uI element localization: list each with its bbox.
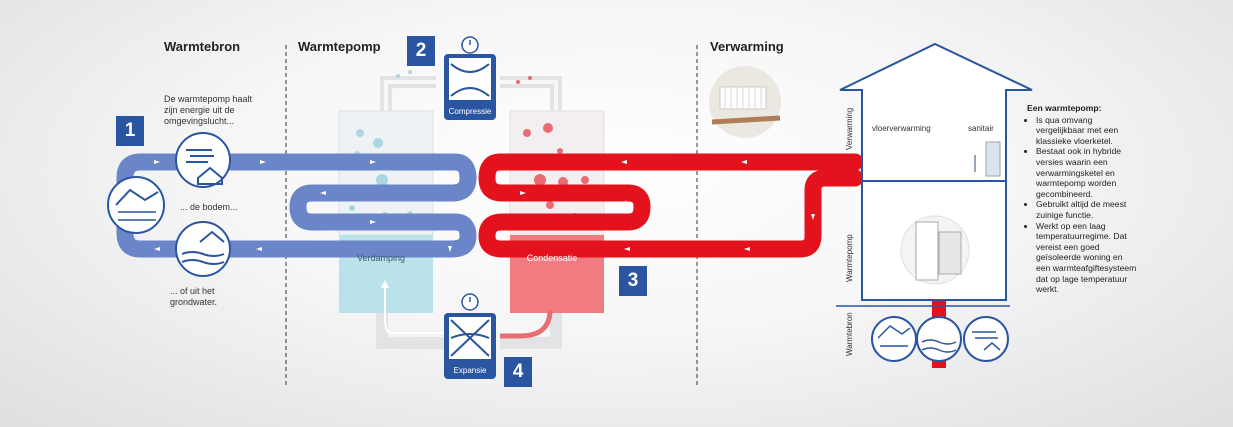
house-source-icons [871, 316, 1009, 362]
floor-heating-label: vloerverwarming [872, 124, 931, 133]
red-pipes [478, 153, 864, 258]
compressie-label: Compressie [448, 107, 492, 116]
condenser-outflow-arrow [500, 309, 553, 339]
header-warmtebron: Warmtebron [164, 39, 241, 54]
info-item: Werkt op een laag temperatuurregime. Dat… [1036, 221, 1137, 295]
header-warmtepomp: Warmtepomp [298, 39, 381, 54]
info-item: Gebruikt altijd de meest zuinige functie… [1036, 199, 1137, 220]
verdamping-label: Verdamping [356, 253, 406, 263]
info-item: Is qua omvang vergelijkbaar met een klas… [1036, 115, 1137, 147]
house-outline [839, 42, 1033, 301]
condensatie-label: Condensatie [526, 253, 578, 263]
side-label-warmtebron: Warmtebron [845, 312, 854, 356]
info-panel: Een warmtepomp: Is qua omvang vergelijkb… [1027, 103, 1137, 295]
step-badge-4: 4 [504, 357, 532, 387]
header-verwarming: Verwarming [710, 39, 784, 54]
sanitary-label: sanitair [968, 124, 994, 133]
step-badge-2: 2 [407, 36, 435, 66]
step-badge-3: 3 [619, 266, 647, 296]
side-label-warmtepomp: Warmtepomp [845, 234, 854, 282]
step-badge-1: 1 [116, 116, 144, 146]
side-label-verwarming: Verwarming [845, 107, 854, 150]
expansie-label: Expansie [453, 366, 487, 375]
info-item: Bestaat ook in hybride versies waarin ee… [1036, 146, 1137, 199]
groundwater-source-text: ... of uit het grondwater. [170, 286, 218, 307]
evaporator-inflow-arrow [384, 285, 444, 334]
ground-source-icon [107, 176, 165, 234]
radiator-photo [709, 66, 781, 138]
air-source-icon [175, 132, 231, 188]
flow-arrows [154, 160, 815, 252]
heat-pump-unit-photo [900, 215, 970, 285]
info-title: Een warmtepomp: [1027, 103, 1102, 113]
sanitary-tap-icon [974, 141, 1001, 177]
ground-source-text: ... de bodem... [180, 202, 238, 212]
info-list: Is qua omvang vergelijkbaar met een klas… [1027, 115, 1137, 295]
air-source-text: De warmtepomp haalt zijn energie uit de … [164, 94, 253, 126]
groundwater-source-icon [175, 221, 231, 277]
refrigerant-bottom-loop [376, 300, 562, 349]
